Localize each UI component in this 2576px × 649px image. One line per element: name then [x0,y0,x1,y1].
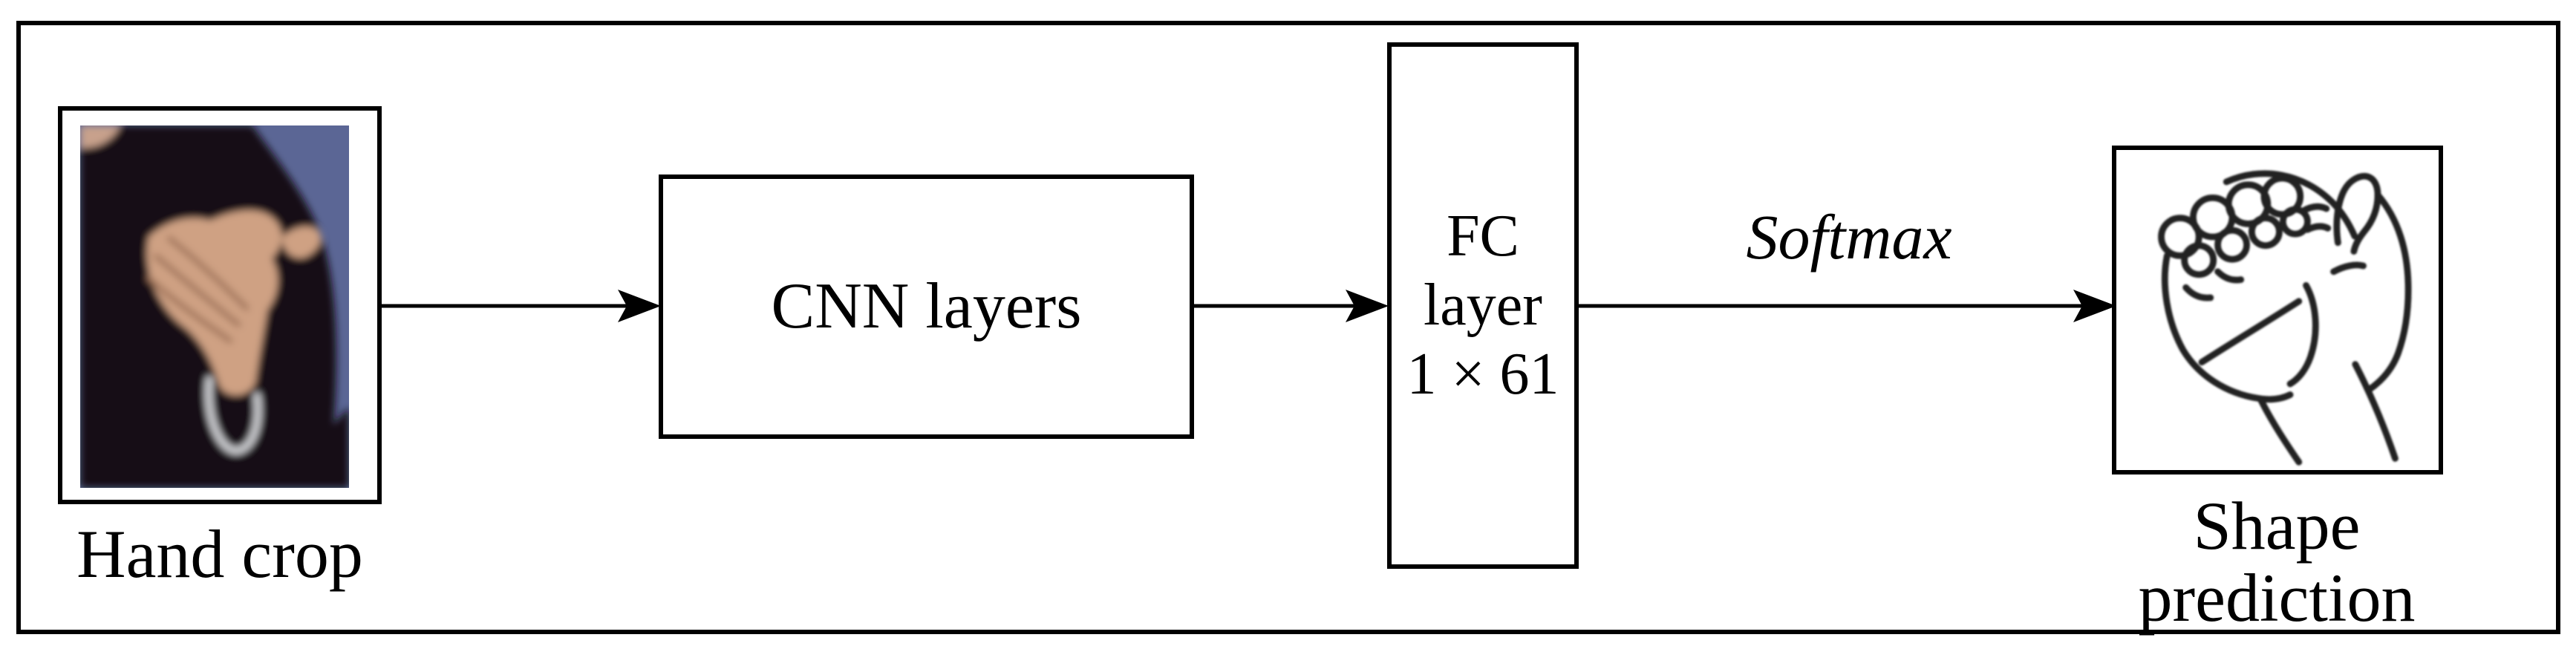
arrow-cnn-to-fc [1193,290,1389,322]
fc-label-line1: FC [1447,203,1519,269]
softmax-label: Softmax [1746,201,1952,273]
shape-prediction-sketch [2158,170,2412,466]
shape-prediction-label: Shape prediction [2138,488,2416,636]
fist-drawing-group [2158,170,2412,466]
outer-frame [16,21,2560,634]
cnn-layers-label: CNN layers [771,270,1082,342]
cnn-layers-box: CNN layers [659,175,1194,439]
hand-crop-photo [80,125,349,488]
fc-label-line2: layer [1424,273,1542,338]
shape-prediction-frame [2112,146,2443,474]
fc-label-line3: 1 × 61 [1406,342,1559,407]
hand-crop-label: Hand crop [76,516,363,592]
arrow-hand-to-cnn [381,290,661,322]
arrow-fc-to-shape [1577,290,2116,322]
fc-layer-box: FC layer 1 × 61 [1387,42,1579,569]
hand-crop-frame [58,106,382,504]
